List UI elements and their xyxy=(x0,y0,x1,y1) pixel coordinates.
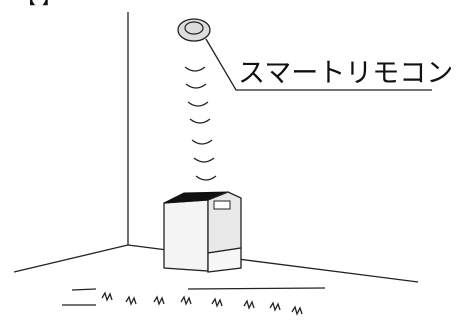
signal-wave-3 xyxy=(187,101,209,107)
signal-wave-1 xyxy=(184,66,206,72)
floor-squiggle-5 xyxy=(211,297,223,308)
smart-remote-icon xyxy=(177,18,211,42)
signal-wave-5 xyxy=(191,139,213,145)
leader-line xyxy=(205,38,432,91)
floor-squiggle-4 xyxy=(180,295,192,306)
floor-squiggle-7 xyxy=(269,301,281,312)
signal-wave-6 xyxy=(193,157,215,163)
signal-waves xyxy=(184,66,217,181)
appliance-icon xyxy=(163,191,242,273)
floor-squiggle-8 xyxy=(291,305,303,316)
floor-squiggle-1 xyxy=(101,291,113,302)
signal-wave-2 xyxy=(185,83,207,89)
remote-label: スマートリモコン xyxy=(238,58,453,89)
top-partial-title: 【 】 xyxy=(18,0,60,9)
floor-hatching xyxy=(62,287,326,316)
signal-wave-7 xyxy=(195,175,217,181)
floor-squiggle-2 xyxy=(125,295,137,306)
floor-squiggle-3 xyxy=(153,295,165,306)
signal-wave-4 xyxy=(189,118,211,124)
left-wall-floor-line xyxy=(13,244,129,273)
floor-squiggle-6 xyxy=(243,299,255,310)
